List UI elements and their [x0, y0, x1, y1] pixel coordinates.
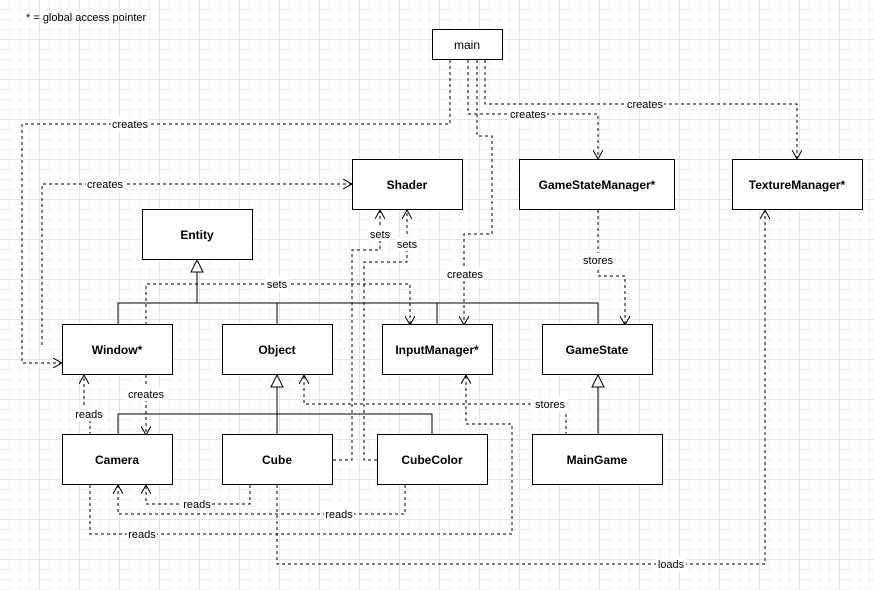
svg-text:creates: creates: [112, 119, 149, 131]
svg-text:creates: creates: [627, 99, 664, 111]
label-main-im: creates: [446, 267, 484, 281]
label-window-shader: creates: [86, 177, 124, 191]
edge-object-children: [117, 375, 433, 435]
svg-text:creates: creates: [128, 389, 165, 401]
svg-text:sets: sets: [397, 239, 418, 251]
svg-text:loads: loads: [658, 559, 685, 571]
label-cubecolor-shader: sets: [395, 237, 419, 251]
edge-camera-window: [84, 375, 91, 435]
edge-entity-children: [117, 260, 599, 325]
node-cubecolor[interactable]: CubeColor: [377, 434, 488, 485]
label-camera-im: reads: [127, 527, 157, 541]
label-cube-shader: sets: [368, 227, 392, 241]
label-camera-window: reads: [75, 407, 105, 421]
edge-cubecolor-camera: [118, 485, 406, 515]
edge-gsm-gamestate: [597, 210, 625, 325]
label-main-tm: creates: [626, 97, 664, 111]
edge-window-shader: [41, 184, 352, 345]
svg-text:sets: sets: [370, 229, 391, 241]
svg-text:reads: reads: [128, 529, 156, 541]
svg-text:Entity: Entity: [180, 228, 214, 242]
edge-main-window: [21, 60, 451, 363]
svg-text:reads: reads: [75, 409, 103, 421]
node-cube[interactable]: Cube: [222, 434, 333, 485]
svg-text:InputManager*: InputManager*: [395, 343, 479, 357]
node-window[interactable]: Window*: [62, 324, 173, 375]
svg-text:MainGame: MainGame: [567, 453, 628, 467]
node-inputmanager[interactable]: InputManager*: [382, 324, 493, 375]
node-camera[interactable]: Camera: [62, 434, 173, 485]
edge-cube-shader: [333, 210, 380, 461]
label-cubecolor-camera: reads: [324, 507, 354, 521]
edge-maingame-object: [304, 375, 567, 435]
svg-text:sets: sets: [267, 279, 288, 291]
node-main[interactable]: main: [432, 29, 503, 60]
label-window-im: sets: [265, 277, 289, 291]
edge-window-im: [145, 283, 410, 325]
svg-text:GameStateManager*: GameStateManager*: [539, 178, 656, 192]
edge-cube-camera: [146, 485, 251, 505]
label-main-window: creates: [111, 117, 149, 131]
label-cube-tm: loads: [656, 557, 686, 571]
svg-text:main: main: [454, 38, 480, 52]
node-texturemanager[interactable]: TextureManager*: [732, 159, 863, 210]
label-maingame-object: stores: [532, 397, 568, 411]
legend-note: * = global access pointer: [26, 12, 147, 24]
edge-cube-tm: [276, 210, 765, 565]
svg-text:creates: creates: [87, 179, 124, 191]
svg-text:Object: Object: [258, 343, 295, 357]
svg-text:creates: creates: [447, 269, 484, 281]
node-object[interactable]: Object: [222, 324, 333, 375]
node-maingame[interactable]: MainGame: [532, 434, 663, 485]
svg-text:GameState: GameState: [566, 343, 629, 357]
node-shader[interactable]: Shader: [352, 159, 463, 210]
label-window-camera: creates: [126, 387, 166, 401]
node-entity[interactable]: Entity: [142, 209, 253, 260]
svg-text:TextureManager*: TextureManager*: [749, 178, 846, 192]
node-gamestatemanager[interactable]: GameStateManager*: [519, 159, 675, 210]
svg-text:Cube: Cube: [262, 453, 292, 467]
node-gamestate[interactable]: GameState: [542, 324, 653, 375]
svg-text:Camera: Camera: [95, 453, 139, 467]
svg-text:stores: stores: [535, 399, 565, 411]
edge-main-im: [464, 60, 493, 325]
svg-text:creates: creates: [510, 109, 547, 121]
svg-text:Window*: Window*: [92, 343, 143, 357]
svg-text:CubeColor: CubeColor: [401, 453, 463, 467]
svg-text:reads: reads: [325, 509, 353, 521]
svg-text:stores: stores: [583, 255, 613, 267]
svg-text:Shader: Shader: [387, 178, 428, 192]
svg-text:reads: reads: [183, 499, 211, 511]
edge-main-gsm: [467, 60, 598, 159]
label-cube-camera: reads: [182, 497, 212, 511]
label-gsm-gamestate: stores: [580, 253, 616, 267]
label-main-gsm: creates: [509, 107, 547, 121]
